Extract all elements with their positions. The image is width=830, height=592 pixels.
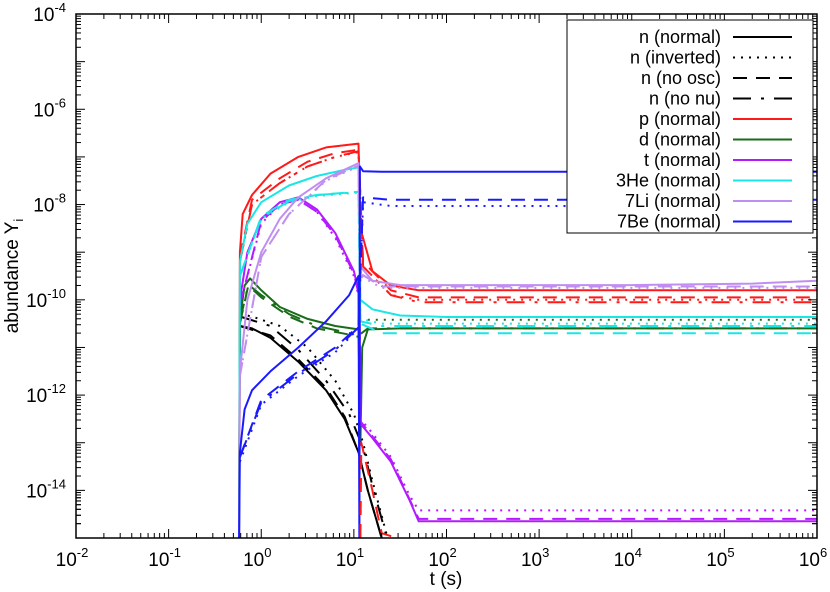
legend-label: 3He (normal): [616, 171, 721, 191]
series-line: p (no nu): [238, 150, 817, 304]
series-line: t (no osc): [238, 198, 817, 520]
series-line: d (no nu): [238, 283, 817, 337]
legend-label: 7Li (normal): [625, 191, 721, 211]
series-line: 3He (no osc): [238, 190, 817, 335]
series-line: 7Be (normal): [238, 165, 817, 538]
legend-item: n (no osc): [641, 68, 792, 88]
legend-item: 7Be (normal): [617, 212, 792, 232]
y-tick-label: 10-4: [33, 0, 66, 26]
ticks-layer: [75, 13, 818, 539]
series-line: t (normal): [238, 196, 817, 523]
legend-item: 7Li (normal): [625, 191, 792, 211]
x-tick-label: 10-1: [148, 545, 181, 571]
series-line: t floor (no nu): [359, 441, 817, 538]
legend-item: p (normal): [639, 109, 792, 129]
x-tick-label: 100: [243, 545, 271, 571]
series-line: 7Li (no osc): [238, 164, 817, 377]
legend-label: t (normal): [644, 150, 721, 170]
series-line: p (no osc): [238, 148, 817, 299]
y-tick-label: 10-10: [26, 286, 66, 312]
series-line: 7Be (inverted): [238, 201, 817, 463]
y-tick-label: 10-14: [26, 476, 66, 502]
legend-label: d (normal): [639, 130, 721, 150]
legend-item: t (normal): [644, 150, 792, 170]
series-line: 7Be (no osc): [238, 196, 817, 458]
series-line: 7Li (inverted): [238, 165, 817, 377]
x-tick-labels: 10-2 10-1 100 101 102 103 104 105 106: [56, 545, 828, 571]
legend-label: n (normal): [639, 27, 721, 47]
x-tick-label: 106: [799, 545, 827, 571]
legend-item: n (no nu): [649, 89, 792, 109]
legend-label: n (no osc): [641, 68, 721, 88]
legend: n (normal)n (inverted)n (no osc)n (no nu…: [566, 19, 814, 234]
series-line: 7Li (normal): [238, 162, 817, 538]
legend-item: 3He (normal): [616, 171, 792, 191]
series-line: t (inverted): [238, 198, 817, 512]
x-axis-title: t (s): [430, 569, 463, 590]
x-tick-label: 101: [336, 545, 364, 571]
x-tick-label: 10-2: [56, 545, 89, 571]
x-tick-label: 104: [614, 545, 642, 571]
x-tick-label: 102: [428, 545, 456, 571]
legend-box: [566, 19, 814, 234]
x-tick-label: 105: [706, 545, 734, 571]
series-line: n (no osc): [239, 325, 383, 538]
legend-item: n (normal): [639, 27, 792, 47]
legend-item: d (normal): [639, 130, 792, 150]
legend-label: n (inverted): [630, 48, 721, 68]
y-tick-labels: 10-4 10-6 10-8 10-10 10-12 10-14: [26, 0, 66, 502]
legend-label: p (normal): [639, 109, 721, 129]
legend-label: n (no nu): [649, 89, 721, 109]
y-axis-title: abundance Yi: [2, 219, 26, 334]
y-tick-label: 10-8: [33, 191, 66, 217]
y-tick-label: 10-12: [26, 381, 66, 407]
x-tick-label: 103: [521, 545, 549, 571]
legend-item: n (inverted): [630, 48, 792, 68]
series-line: n (no nu): [239, 315, 388, 538]
series-layer: n (normal)n (inverted)n (no osc)n (no nu…: [238, 142, 817, 538]
legend-label: 7Be (normal): [617, 212, 721, 232]
y-tick-label: 10-6: [33, 95, 66, 121]
series-line: d (normal): [238, 277, 817, 538]
